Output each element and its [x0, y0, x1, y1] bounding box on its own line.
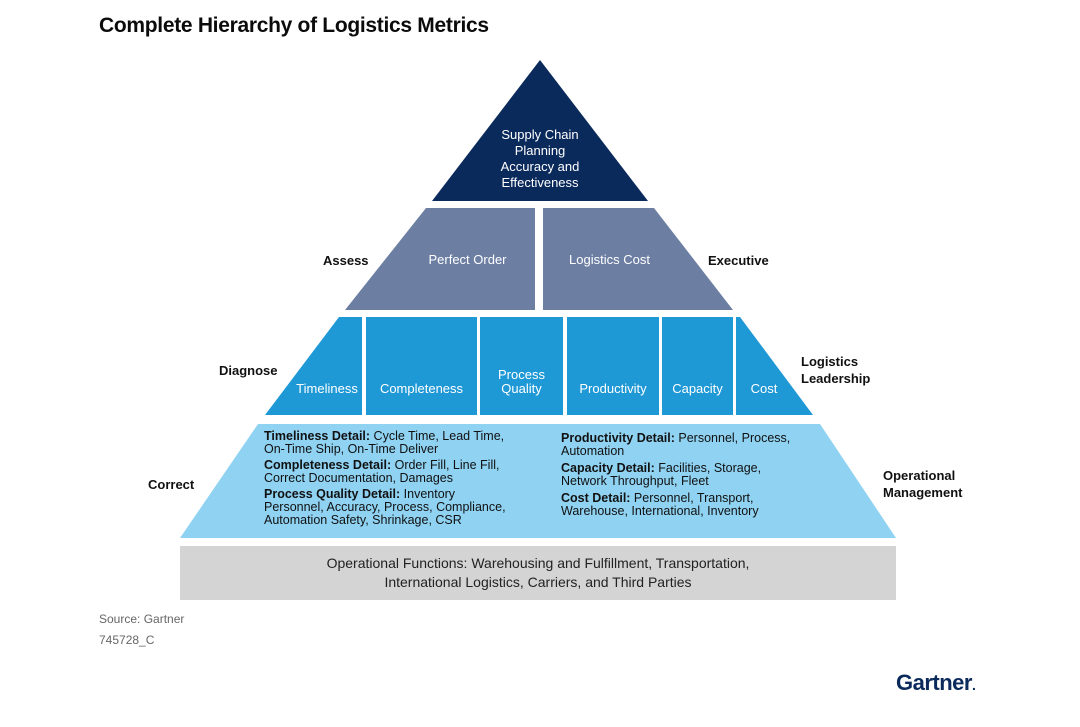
cost-detail: Cost Detail: Personnel, Transport, Wareh…: [561, 492, 831, 518]
detail-column-left: Timeliness Detail: Cycle Time, Lead Time…: [264, 430, 554, 530]
tier-top-shape: [432, 60, 648, 201]
tier-top-label: Supply Chain Planning Accuracy and Effec…: [480, 127, 600, 191]
label-operational-management-line-1: Operational: [883, 468, 956, 483]
operational-functions-box: Operational Functions: Warehousing and F…: [180, 546, 896, 600]
productivity-detail-line-2: Automation: [561, 444, 625, 458]
tier-operational-shape: [180, 424, 896, 538]
process-quality-detail: Process Quality Detail: Inventory Person…: [264, 488, 554, 527]
completeness-detail-head: Completeness Detail:: [264, 458, 392, 472]
tier-top-line-2: Planning: [514, 143, 566, 158]
tier-top-line-4: Effectiveness: [501, 175, 579, 190]
cell-timeliness: Timeliness: [291, 317, 363, 399]
source-note: Source: Gartner: [99, 612, 185, 626]
label-logistics-leadership-line-1: Logistics: [801, 354, 859, 369]
tier-executive-left-shape: [345, 208, 535, 310]
figure-id: 745728_C: [99, 633, 155, 647]
tier-leadership-cell-process-quality: [480, 317, 563, 415]
timeliness-detail-head: Timeliness Detail:: [264, 429, 371, 443]
label-diagnose: Diagnose: [219, 363, 278, 378]
cell-completeness: Completeness: [366, 317, 477, 399]
tier-leadership-cell-productivity: [567, 317, 659, 415]
tier-executive-right-shape: [543, 208, 733, 310]
detail-column-right: Productivity Detail: Personnel, Process,…: [561, 432, 831, 521]
cell-timeliness-text: Timeliness: [296, 381, 358, 396]
tier-top-line-1: Supply Chain: [501, 127, 579, 142]
process-quality-detail-head: Process Quality Detail:: [264, 487, 401, 501]
cell-capacity-text: Capacity: [672, 381, 723, 396]
cost-detail-line-2: Warehouse, International, Inventory: [561, 504, 759, 518]
timeliness-detail-line-2: On-Time Ship, On-Time Deliver: [264, 442, 439, 456]
cost-detail-head: Cost Detail:: [561, 491, 631, 505]
timeliness-detail: Timeliness Detail: Cycle Time, Lead Time…: [264, 430, 554, 456]
completeness-detail-line-1: Order Fill, Line Fill,: [391, 458, 500, 472]
cell-logistics-cost: Logistics Cost: [569, 252, 650, 267]
operational-functions-line-1: Operational Functions: Warehousing and F…: [326, 555, 750, 571]
capacity-detail: Capacity Detail: Facilities, Storage, Ne…: [561, 462, 831, 488]
process-quality-detail-line-3: Automation Safety, Shrinkage, CSR: [264, 513, 462, 527]
label-correct: Correct: [148, 477, 195, 492]
label-assess: Assess: [323, 253, 369, 268]
cell-perfect-order: Perfect Order: [428, 252, 507, 267]
capacity-detail-head: Capacity Detail:: [561, 461, 655, 475]
label-logistics-leadership-line-2: Leadership: [801, 371, 871, 386]
capacity-detail-line-2: Network Throughput, Fleet: [561, 474, 709, 488]
productivity-detail-head: Productivity Detail:: [561, 431, 675, 445]
productivity-detail-line-1: Personnel, Process,: [674, 431, 791, 445]
gartner-logo: Gartner.: [896, 670, 976, 695]
capacity-detail-line-1: Facilities, Storage,: [654, 461, 762, 475]
gartner-logo-text: Gartner: [896, 670, 972, 695]
label-executive: Executive: [708, 253, 769, 268]
cost-detail-line-1: Personnel, Transport,: [630, 491, 754, 505]
cell-cost: Cost: [736, 317, 792, 399]
label-logistics-leadership: Logistics Leadership: [801, 353, 870, 387]
cell-completeness-text: Completeness: [379, 381, 464, 396]
completeness-detail: Completeness Detail: Order Fill, Line Fi…: [264, 459, 554, 485]
label-operational-management: Operational Management: [883, 467, 962, 501]
tier-leadership-cell-timeliness: [265, 317, 362, 415]
cell-cost-text: Cost: [750, 381, 778, 396]
tier-leadership-cell-capacity: [662, 317, 733, 415]
page-title: Complete Hierarchy of Logistics Metrics: [99, 14, 489, 37]
completeness-detail-line-2: Correct Documentation, Damages: [264, 471, 453, 485]
cell-process-quality: Process Quality: [480, 317, 563, 399]
operational-functions-line-2: International Logistics, Carriers, and T…: [384, 574, 692, 590]
cell-process-quality-line-2: Quality: [501, 381, 542, 396]
cell-productivity-text: Productivity: [579, 381, 647, 396]
cell-process-quality-line-1: Process: [498, 367, 545, 382]
process-quality-detail-line-1: Inventory: [400, 487, 456, 501]
tier-leadership-cell-completeness: [366, 317, 477, 415]
tier-top-line-3: Accuracy and: [500, 159, 580, 174]
tier-leadership-cell-cost: [736, 317, 813, 415]
process-quality-detail-line-2: Personnel, Accuracy, Process, Compliance…: [264, 500, 506, 514]
timeliness-detail-line-1: Cycle Time, Lead Time,: [370, 429, 505, 443]
label-operational-management-line-2: Management: [883, 485, 963, 500]
cell-productivity: Productivity: [567, 317, 659, 399]
productivity-detail: Productivity Detail: Personnel, Process,…: [561, 432, 831, 458]
cell-capacity: Capacity: [662, 317, 733, 399]
